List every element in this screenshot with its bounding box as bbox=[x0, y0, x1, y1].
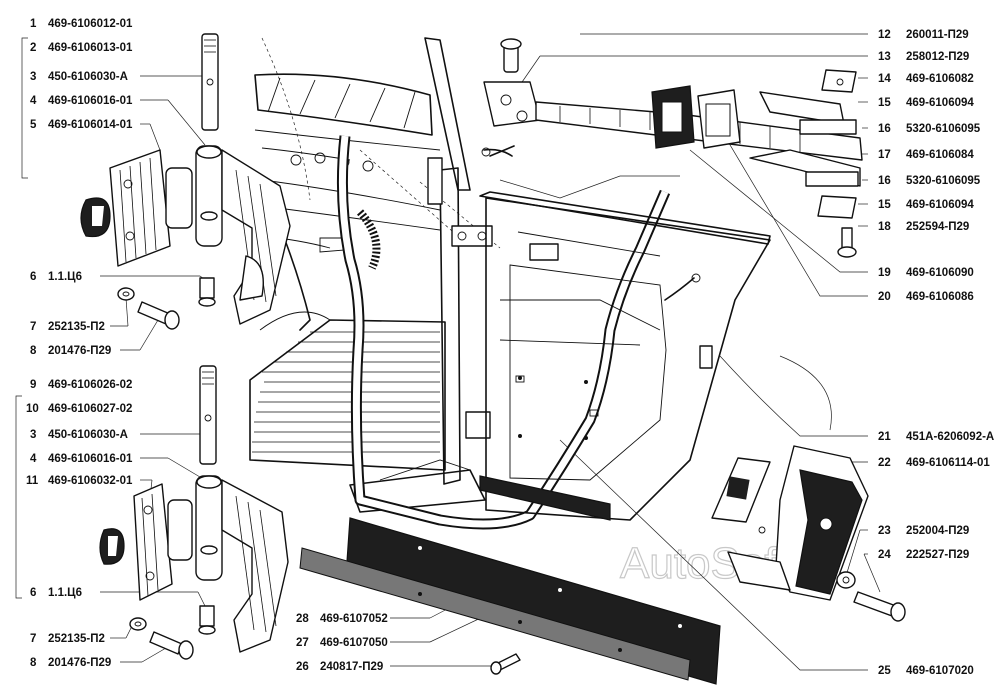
callout-number: 4 bbox=[30, 95, 37, 107]
callout-number: 3 bbox=[30, 429, 36, 441]
callout-part-number: 469-6106032-01 bbox=[48, 475, 133, 487]
callout-number: 11 bbox=[26, 475, 39, 487]
callout-part-number: 260011-П29 bbox=[906, 29, 969, 41]
callout-number: 13 bbox=[878, 51, 891, 63]
callout-part-number: 469-6106094 bbox=[906, 97, 974, 109]
callout-number: 6 bbox=[30, 587, 36, 599]
callout-number: 25 bbox=[878, 665, 891, 677]
callout-part-number: 201476-П29 bbox=[48, 657, 111, 669]
callout-number: 20 bbox=[878, 291, 891, 303]
callout-part-number: 1.1.Ц6 bbox=[48, 271, 82, 283]
callout-number: 19 bbox=[878, 267, 891, 279]
callout-part-number: 469-6106014-01 bbox=[48, 119, 133, 131]
callout-number: 8 bbox=[30, 345, 37, 357]
callout-number: 7 bbox=[30, 321, 36, 333]
callout-number: 5 bbox=[30, 119, 37, 131]
callout-part-number: 450-6106030-А bbox=[48, 429, 128, 441]
callout-part-number: 469-6107050 bbox=[320, 637, 388, 649]
callout-number: 10 bbox=[26, 403, 39, 415]
callout-part-number: 469-6106027-02 bbox=[48, 403, 132, 415]
callout-number: 21 bbox=[878, 431, 891, 443]
callout-part-number: 252135-П2 bbox=[48, 633, 105, 645]
callout-number: 2 bbox=[30, 42, 36, 54]
callout-part-number: 451А-6206092-А bbox=[906, 431, 994, 443]
callout-number: 23 bbox=[878, 525, 891, 537]
callout-part-number: 5320-6106095 bbox=[906, 123, 981, 135]
callout-number: 12 bbox=[878, 29, 891, 41]
striker-assembly bbox=[711, 445, 906, 622]
callout-part-number: 252004-П29 bbox=[906, 525, 969, 537]
sill-seal-strips bbox=[299, 517, 721, 685]
callout-part-number: 469-6106086 bbox=[906, 291, 974, 303]
callout-number: 1 bbox=[30, 18, 37, 30]
callout-number: 3 bbox=[30, 71, 36, 83]
callout-part-number: 469-6107052 bbox=[320, 613, 388, 625]
callout-number: 15 bbox=[878, 97, 891, 109]
callout-part-number: 240817-П29 bbox=[320, 661, 383, 673]
callout-number: 24 bbox=[878, 549, 891, 561]
callout-part-number: 252135-П2 bbox=[48, 321, 105, 333]
upper-hinge-assembly bbox=[80, 33, 291, 330]
callout-part-number: 469-6106016-01 bbox=[48, 95, 133, 107]
callout-number: 27 bbox=[296, 637, 309, 649]
check-strap-assembly bbox=[483, 38, 863, 258]
callout-number: 4 bbox=[30, 453, 37, 465]
callout-number: 16 bbox=[878, 175, 891, 187]
callout-labels: 1 469-6106012-01 2 469-6106013-01 3 450-… bbox=[26, 18, 994, 677]
callout-number: 6 bbox=[30, 271, 36, 283]
callout-number: 26 bbox=[296, 661, 309, 673]
callout-part-number: 469-6106114-01 bbox=[906, 457, 990, 469]
callout-part-number: 469-6106090 bbox=[906, 267, 974, 279]
callout-part-number: 450-6106030-А bbox=[48, 71, 128, 83]
callout-part-number: 469-6106016-01 bbox=[48, 453, 133, 465]
callout-part-number: 1.1.Ц6 bbox=[48, 587, 82, 599]
callout-part-number: 5320-6106095 bbox=[906, 175, 981, 187]
callout-number: 17 bbox=[878, 149, 891, 161]
door-seal-frame bbox=[336, 135, 671, 530]
callout-part-number: 469-6106013-01 bbox=[48, 42, 133, 54]
callout-number: 18 bbox=[878, 221, 891, 233]
door-panel bbox=[479, 191, 771, 521]
lower-hinge-assembly bbox=[99, 365, 289, 660]
callout-part-number: 252594-П29 bbox=[906, 221, 969, 233]
callout-part-number: 469-6106084 bbox=[906, 149, 974, 161]
callout-part-number: 201476-П29 bbox=[48, 345, 111, 357]
callout-part-number: 258012-П29 bbox=[906, 51, 969, 63]
callout-part-number: 469-6106094 bbox=[906, 199, 974, 211]
callout-number: 7 bbox=[30, 633, 36, 645]
callout-part-number: 469-6106012-01 bbox=[48, 18, 133, 30]
callout-number: 9 bbox=[30, 379, 36, 391]
callout-part-number: 469-6106026-02 bbox=[48, 379, 132, 391]
callout-number: 16 bbox=[878, 123, 891, 135]
callout-number: 28 bbox=[296, 613, 309, 625]
callout-number: 8 bbox=[30, 657, 37, 669]
callout-part-number: 469-6106082 bbox=[906, 73, 974, 85]
callout-part-number: 469-6107020 bbox=[906, 665, 974, 677]
body-section bbox=[249, 37, 513, 513]
callout-part-number: 222527-П29 bbox=[906, 549, 969, 561]
callout-number: 22 bbox=[878, 457, 891, 469]
callout-number: 15 bbox=[878, 199, 891, 211]
callout-number: 14 bbox=[878, 73, 891, 85]
